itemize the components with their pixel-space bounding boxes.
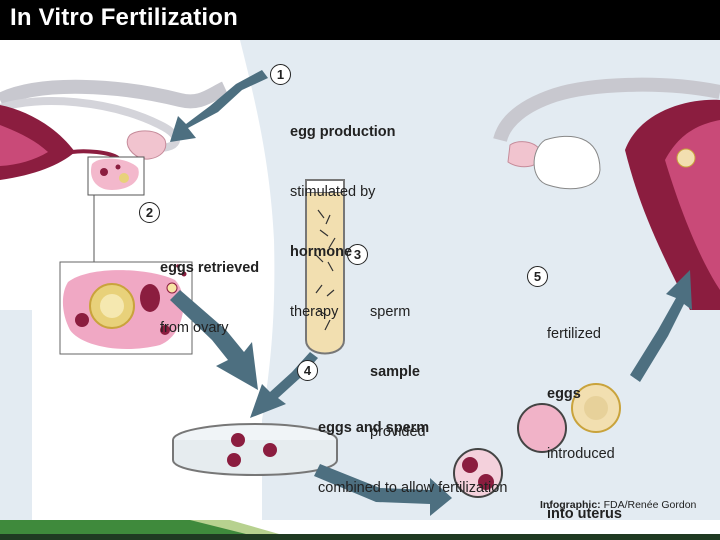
ovary-detail-box [87, 156, 145, 268]
title-bar: In Vitro Fertilization [0, 0, 720, 40]
step-5-line-1: fertilized [547, 326, 601, 342]
left-reproductive-organs [0, 79, 229, 180]
step-5-label: fertilized eggs introduced into uterus [547, 284, 622, 540]
step-1-line-1: egg production [290, 124, 396, 140]
credit-text: FDA/Renée Gordon [603, 499, 697, 511]
step-1-line-3: hormone [290, 244, 353, 260]
step-4-line-2: combined to allow fertilization [318, 480, 508, 496]
embryo-stages [453, 383, 621, 498]
illustration [0, 40, 720, 520]
step-2-number: 2 [139, 202, 160, 223]
step-1-label: egg production stimulated by hormone the… [290, 82, 396, 362]
arrow-step4 [314, 464, 452, 516]
step-5-number: 5 [527, 266, 548, 287]
step-3-line-2: sample [370, 364, 420, 380]
step-3-line-3: provided [370, 424, 426, 440]
step-1-line-2: stimulated by [290, 184, 376, 200]
step-5-line-2: eggs [547, 386, 581, 402]
arrow-step5 [630, 270, 692, 382]
step-4-number: 4 [297, 360, 318, 381]
right-reproductive-organs [493, 77, 720, 310]
test-tube [305, 179, 345, 355]
step-3-number: 3 [347, 244, 368, 265]
step-1-number: 1 [270, 64, 291, 85]
step-2-line-2: from ovary [160, 320, 229, 336]
step-4-label: eggs and sperm combined to allow fertili… [318, 378, 507, 538]
body-left-edge [0, 310, 32, 520]
footer-band [0, 520, 720, 540]
credit-prefix: Infographic: [540, 499, 601, 511]
step-1-line-4: therapy [290, 304, 339, 320]
step-3-label: sperm sample provided [370, 262, 426, 482]
petri-dish [172, 423, 338, 476]
arrow-step1 [170, 70, 268, 142]
ovary-enlarged-box [59, 261, 193, 355]
step-5-line-4: into uterus [547, 506, 622, 522]
step-3-line-1: sperm [370, 304, 411, 320]
arrow-step2 [170, 290, 258, 390]
step-4-line-1: eggs and sperm [318, 420, 430, 436]
page-title: In Vitro Fertilization [10, 4, 238, 31]
step-2-label: eggs retrieved from ovary [160, 218, 259, 378]
step-5-line-3: introduced [547, 446, 615, 462]
step-2-line-1: eggs retrieved [160, 260, 260, 276]
image-credit: Infographic: FDA/Renée Gordon [540, 499, 696, 511]
